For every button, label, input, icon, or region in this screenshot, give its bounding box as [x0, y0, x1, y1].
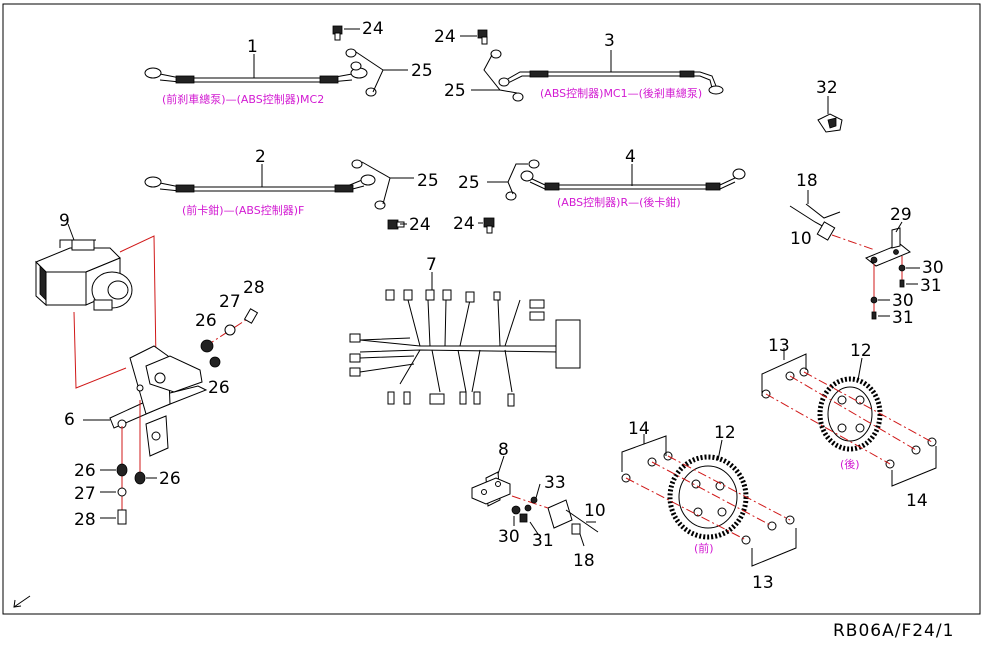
front-sensor-hardware — [511, 496, 538, 523]
callout-2: 2 — [255, 147, 266, 167]
callout-25-c: 25 — [417, 171, 439, 191]
callout-8: 8 — [498, 440, 509, 460]
callout-24-d: 24 — [453, 214, 475, 234]
callout-31-c: 31 — [532, 531, 554, 551]
callout-27-b: 27 — [74, 484, 96, 504]
callout-9: 9 — [59, 211, 70, 231]
callout-25-d: 25 — [458, 173, 480, 193]
callout-10-a: 10 — [790, 229, 812, 249]
rear-label: (後) — [840, 457, 860, 471]
hose-1-caption: (前刹車總泵)—(ABS控制器)MC2 — [162, 92, 324, 106]
callout-6: 6 — [64, 410, 75, 430]
callout-18-a: 18 — [796, 171, 818, 191]
callout-31-b: 31 — [892, 308, 914, 328]
callout-12-b: 12 — [850, 341, 872, 361]
callout-27-a: 27 — [219, 292, 241, 312]
callout-28-a: 28 — [243, 278, 265, 298]
callout-32: 32 — [816, 78, 838, 98]
sensor-bracket-29 — [865, 227, 911, 267]
callout-12-a: 12 — [714, 423, 736, 443]
front-sensor-bracket-8 — [471, 471, 511, 507]
brake-hose-2 — [144, 174, 376, 193]
callout-26-a: 26 — [195, 311, 217, 331]
banjo-bolt-24-top-left — [332, 25, 343, 41]
callout-13-b: 13 — [768, 336, 790, 356]
callout-18-b: 18 — [573, 551, 595, 571]
banjo-bolt-24-top-right — [477, 29, 488, 45]
callout-26-b: 26 — [208, 378, 230, 398]
front-tone-ring-12 — [667, 454, 749, 540]
callout-4: 4 — [625, 147, 636, 167]
washers-25-hose-2 — [351, 159, 386, 210]
callout-14-b: 14 — [906, 491, 928, 511]
callout-3: 3 — [604, 31, 615, 51]
callout-30-c: 30 — [498, 527, 520, 547]
callout-13-a: 13 — [752, 573, 774, 593]
washers-25-hose-4 — [505, 159, 540, 201]
fastener-stack-upper — [200, 308, 259, 368]
callout-25-a: 25 — [411, 61, 433, 81]
callout-24-a: 24 — [362, 19, 384, 39]
banjo-bolt-24-mid-right — [483, 217, 495, 234]
drawing-reference-code: RB06A/F24/1 — [833, 621, 954, 641]
rear-wheel-speed-sensor-10 — [789, 205, 836, 241]
abs-modulator-9 — [35, 239, 133, 311]
callout-33: 33 — [544, 473, 566, 493]
brake-hose-1 — [144, 67, 368, 84]
callout-24-c: 24 — [409, 215, 431, 235]
callout-26-d: 26 — [159, 469, 181, 489]
fastener-stack-lower — [116, 463, 146, 525]
callout-14-a: 14 — [628, 419, 650, 439]
callout-26-c: 26 — [74, 461, 96, 481]
brake-hose-4 — [520, 168, 746, 191]
front-wheel-speed-sensor-10 — [547, 499, 599, 535]
callout-7: 7 — [426, 255, 437, 275]
hose-4-caption: (ABS控制器)R—(後卡鉗) — [557, 195, 681, 209]
callout-29: 29 — [890, 205, 912, 225]
callout-10-b: 10 — [584, 501, 606, 521]
callout-24-b: 24 — [434, 27, 456, 47]
abs-bracket-6 — [109, 345, 208, 457]
diagram-frame — [2, 3, 981, 615]
washers-25-hose-3 — [490, 49, 524, 102]
callout-1: 1 — [247, 37, 258, 57]
callout-25-b: 25 — [444, 81, 466, 101]
abs-wire-harness-7 — [349, 289, 581, 407]
callout-31-a: 31 — [920, 276, 942, 296]
brake-hose-3 — [498, 70, 724, 95]
rear-ring-bolts — [761, 367, 937, 469]
rear-tone-ring-12 — [817, 376, 883, 452]
clip-32 — [817, 113, 843, 133]
direction-arrow-icon — [13, 595, 31, 608]
callout-30-b: 30 — [892, 291, 914, 311]
callout-28-b: 28 — [74, 510, 96, 530]
callout-30-a: 30 — [922, 258, 944, 278]
hose-2-caption: (前卡鉗)—(ABS控制器)F — [182, 203, 304, 217]
hose-3-caption: (ABS控制器)MC1—(後剎車總泵) — [540, 86, 702, 100]
front-label: (前) — [694, 541, 714, 555]
